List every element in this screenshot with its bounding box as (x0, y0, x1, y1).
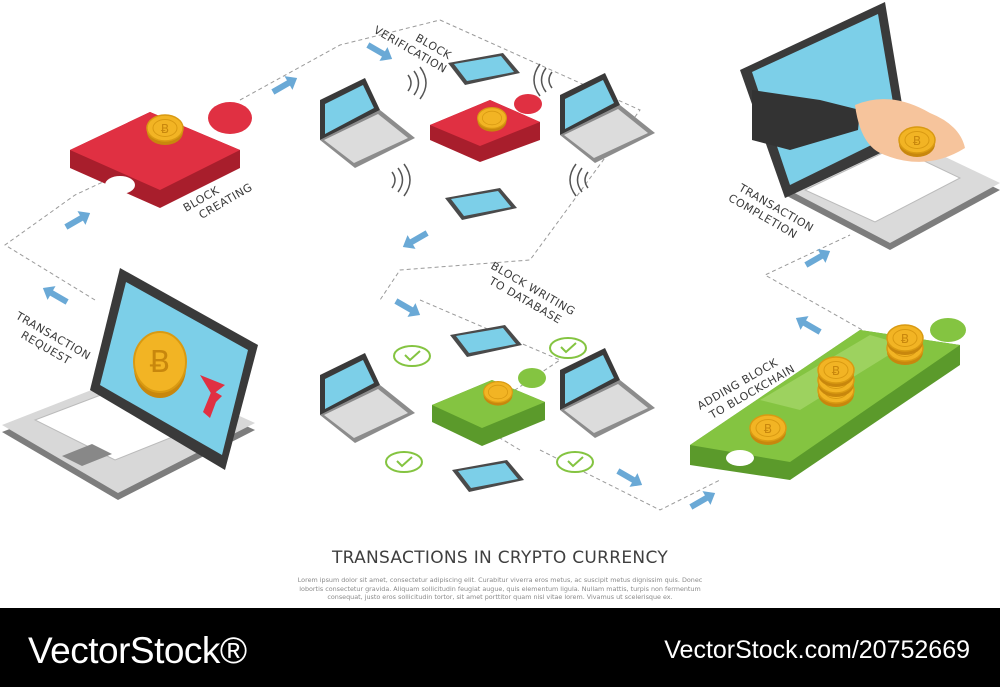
arrow-icon (686, 486, 720, 514)
verification-tablet-top-icon (448, 53, 520, 85)
arrow-icon (613, 464, 647, 492)
check-icon (556, 451, 594, 473)
arrow-icon (398, 226, 432, 254)
verification-laptop-left-icon (320, 78, 415, 168)
arrow-icon (391, 294, 425, 322)
arrow-icon (791, 311, 825, 339)
svg-text:Ƀ: Ƀ (764, 422, 772, 436)
check-icon (385, 451, 423, 473)
svg-text:Ƀ: Ƀ (150, 345, 171, 380)
check-icon (549, 337, 587, 359)
crypto-transaction-diagram: Ƀ Ƀ (2, 2, 1000, 514)
check-icon (393, 345, 431, 367)
signal-waves-icon (391, 163, 411, 197)
database-tablet-bottom-icon (452, 460, 524, 492)
svg-text:Ƀ: Ƀ (161, 122, 169, 136)
database-writing-cluster (320, 325, 655, 492)
svg-text:Ƀ: Ƀ (901, 332, 909, 346)
database-laptop-right-icon (560, 348, 655, 438)
signal-waves-icon (569, 163, 589, 197)
label-transaction-request: TRANSACTION REQUEST (13, 309, 93, 368)
verification-cluster (320, 53, 655, 220)
diagram-title: TRANSACTIONS IN CRYPTO CURRENCY (331, 548, 669, 568)
verification-tablet-bottom-icon (445, 188, 517, 220)
brand-logo: VectorStock® (28, 630, 247, 671)
watermark-footer: VectorStock® VectorStock.com/20752669 (0, 608, 1000, 687)
block-creating-puzzle-icon: Ƀ (70, 102, 252, 208)
diagram-description: Lorem ipsum dolor sit amet, consectetur … (297, 576, 703, 601)
signal-waves-icon (407, 66, 427, 100)
arrow-icon (801, 244, 835, 272)
transaction-completion-laptop-icon: Ƀ (740, 2, 1000, 250)
svg-text:Ƀ: Ƀ (913, 134, 921, 148)
label-block-writing: BLOCK WRITING TO DATABASE (486, 259, 578, 326)
svg-text:Ƀ: Ƀ (832, 364, 840, 378)
arrow-icon (38, 281, 72, 309)
database-laptop-left-icon (320, 353, 415, 443)
blockchain-puzzle-icon: Ƀ Ƀ Ƀ (690, 318, 966, 480)
verification-laptop-right-icon (560, 73, 655, 163)
database-tablet-top-icon (450, 325, 522, 357)
arrow-icon (61, 206, 95, 234)
image-id: VectorStock.com/20752669 (664, 636, 970, 664)
transaction-request-laptop-icon: Ƀ (2, 268, 258, 500)
